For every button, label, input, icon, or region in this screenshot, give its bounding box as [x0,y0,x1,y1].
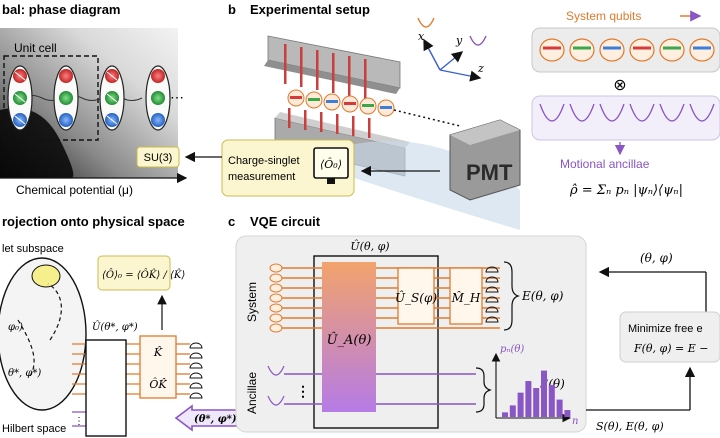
u-star-box [85,339,127,437]
ancilla-dots-d: ⋮ [74,416,84,427]
trapped-ion-chain [287,89,461,127]
measurement-line2: measurement [228,171,295,183]
panel-a-title: bal: phase diagram [2,2,120,17]
system-label: System [245,282,259,322]
hilbert-space-ellipse [0,257,87,411]
motional-ancillae-panel [531,95,720,141]
u-star-label: Û(θ*, φ*) [92,321,138,333]
ancilla-wells-c [267,365,285,406]
minimize-title: Minimize free e [628,323,703,335]
singlet-subspace [31,264,61,288]
lattice-ellipsis: ⋯ [170,89,184,105]
k-operator-box [139,335,177,399]
pn-y-label: pₙ(θ) [500,344,524,355]
qubit-levels [539,38,715,62]
ua-gate-label: Û_A(θ) [327,331,372,348]
potential-well-icon-y [469,35,487,46]
k-operator-label: K̂ [153,346,163,359]
minimize-box [619,311,720,363]
pn-distribution-chart: pₙ(θ) n [491,344,578,427]
pn-bar-7 [548,385,555,417]
u-total-label: Û(θ, φ) [350,239,389,253]
pn-bar-1 [502,412,508,417]
monitor-stand [327,178,335,184]
motional-ancillae-label: Motional ancillae [560,157,650,171]
x-axis-label: Chemical potential (μ) [16,183,133,197]
ok-operator-label: ÔK̂ [149,377,167,391]
measure-icons-c [485,266,499,323]
pn-bar-9 [564,410,571,417]
mh-gate-label: M̂_H [451,290,481,305]
panel-c-title: VQE circuit [250,214,321,229]
ion-site-1 [7,65,33,131]
panel-c: c VQE circuit Û(θ, φ) System Ancillae ⋮ … [228,214,720,433]
unit-cell-box [3,55,99,141]
panel-b-letter: b [228,2,236,17]
panel-a: bal: phase diagram Unit cell ⋯ SU(3) Che… [0,2,188,197]
system-qubits-label: System qubits [566,9,641,23]
theta-phi-star-label: θ*, φ*) [8,368,41,379]
pn-bar-3 [517,392,524,417]
measure-icons-d [189,342,203,399]
singlet-subspace-label: let subspace [2,243,64,255]
theta-phi-star-arrow-label: (θ*, φ*) [194,414,237,425]
panel-d-title: rojection onto physical space [2,214,185,229]
energy-brace [503,261,520,331]
ua-gate [322,262,376,412]
pn-bar-6 [541,370,547,417]
panel-b: b Experimental setup [184,2,720,230]
measurement-line1: Charge-singlet [228,155,300,167]
entropy-brace [475,367,492,413]
panel-c-letter: c [228,214,235,229]
feedback-label: (θ, φ) [640,251,673,265]
coordinate-axes: x y z [417,17,487,82]
pn-bar-5 [533,388,540,417]
ion-site-2 [53,65,79,131]
pn-bar-2 [509,405,516,417]
optimization-path [17,283,62,377]
pn-bar-8 [556,399,563,417]
pn-x-label: n [572,416,578,427]
ancilla-dots: ⋮ [296,383,310,399]
observable-label: ⟨Ô₀⟩ [320,157,342,171]
tensor-symbol: ⊗ [613,77,626,94]
pmt-detector: PMT [449,119,521,201]
u-total-box [313,255,439,429]
bottom-label: S(θ), E(θ, φ) [596,420,664,433]
axis-y-label: y [455,34,463,47]
hilbert-space-label: Hilbert space [2,423,66,435]
pn-bar-4 [525,381,532,417]
phi0-label: φ₀) [8,322,23,333]
ancillae-label: Ancillae [245,372,259,414]
free-energy-formula: F(θ, φ) = E − [633,342,709,355]
axis-z-label: z [477,62,484,75]
expectation-formula: ⟨Ô⟩₀ = ⟨ÔK̂⟩ / ⟨K̂⟩ [102,269,185,281]
expectation-box [97,255,171,291]
potential-well-icon-x [417,17,435,28]
ion-site-4 [145,65,171,131]
su3-label: SU(3) [144,152,173,164]
unit-cell-label: Unit cell [14,41,57,55]
pmt-label: PMT [466,160,513,185]
su3-badge [136,146,180,168]
panel-d: rojection onto physical space let subspa… [0,214,239,437]
ion-site-3 [99,65,125,131]
density-matrix-formula: ρ̂ = Σₙ pₙ |ψₙ⟩⟨ψₙ| [569,183,683,198]
motional-wells [539,103,715,122]
ancilla-wires [284,373,476,405]
axis-x-label: x [418,30,425,43]
energy-label: E(θ, φ) [521,289,564,303]
mh-gate [449,267,483,325]
panel-b-title: Experimental setup [250,2,370,17]
us-gate-label: Û_S(φ) [395,289,437,305]
us-gate [397,267,435,325]
